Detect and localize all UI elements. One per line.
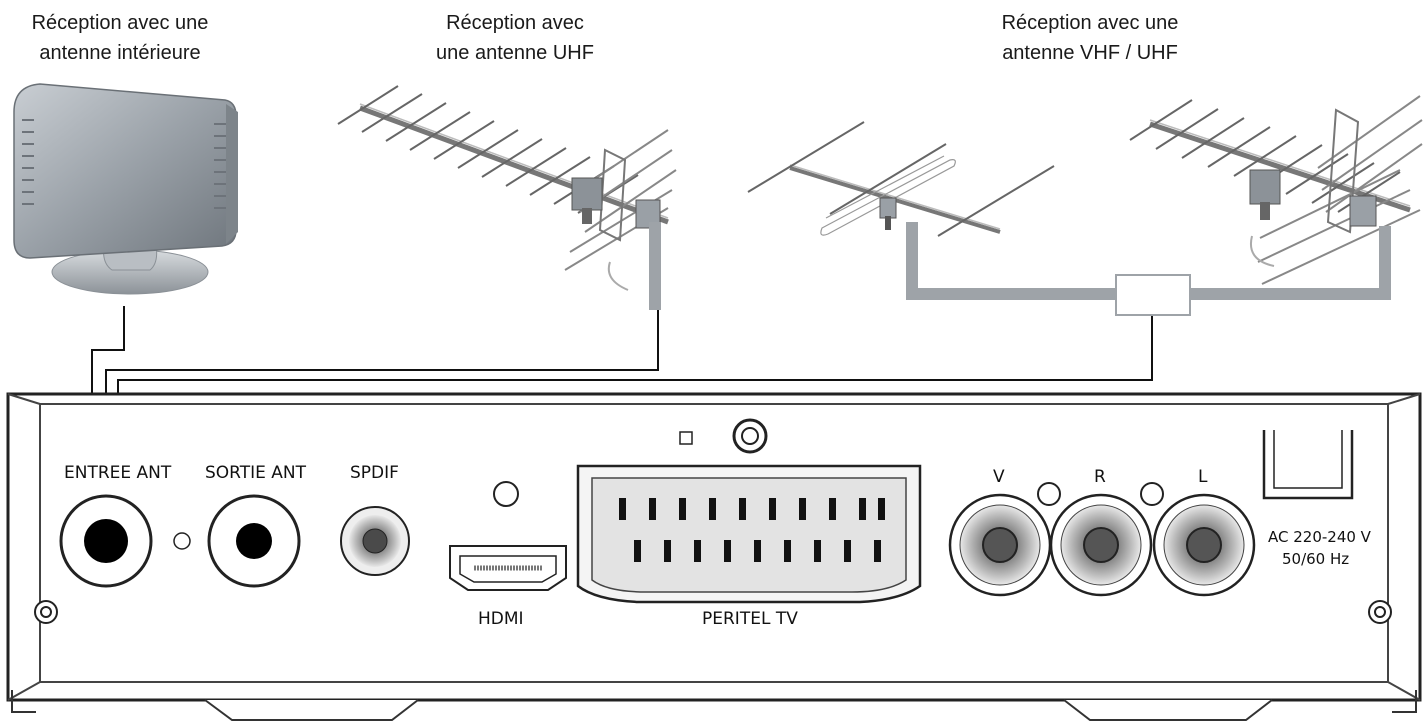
indoor-antenna-icon	[13, 83, 238, 295]
label-audio-right: R	[1094, 467, 1106, 487]
label-peritel-tv: PERITEL TV	[702, 609, 798, 629]
caption-vhf-uhf-line-2: antenne VHF / UHF	[1002, 42, 1178, 64]
caption-indoor-line-2: antenne intérieure	[39, 42, 201, 64]
power-cord-outlet	[1262, 430, 1354, 500]
caption-uhf-line-1: Réception avec	[446, 12, 584, 34]
label-spdif: SPDIF	[350, 463, 399, 483]
caption-indoor-line-1: Réception avec une	[31, 12, 209, 34]
caption-uhf-line-2: une antenne UHF	[436, 42, 594, 64]
antenna-combiner-box	[1115, 274, 1191, 316]
caption-indoor-antenna: Réception avec une antenne intérieure	[0, 8, 240, 68]
label-power-voltage: AC 220-240 V	[1268, 528, 1372, 546]
uhf-antenna-icon	[337, 85, 677, 310]
label-sortie-ant: SORTIE ANT	[205, 463, 307, 483]
label-power-frequency: 50/60 Hz	[1282, 550, 1349, 568]
label-audio-left: L	[1198, 467, 1208, 487]
label-hdmi: HDMI	[478, 609, 524, 629]
caption-vhf-uhf-line-1: Réception avec une	[1001, 12, 1179, 34]
label-entree-ant: ENTREE ANT	[64, 463, 172, 483]
caption-uhf-antenna: Réception avec une antenne UHF	[395, 8, 635, 68]
caption-vhf-uhf-antenna: Réception avec une antenne VHF / UHF	[970, 8, 1210, 68]
vhf-uhf-antenna-icon	[747, 95, 1423, 316]
label-video: V	[993, 467, 1005, 487]
receiver-rear-panel: ENTREE ANT SORTIE ANT SPDIF HDMI PERITEL…	[6, 392, 1422, 721]
